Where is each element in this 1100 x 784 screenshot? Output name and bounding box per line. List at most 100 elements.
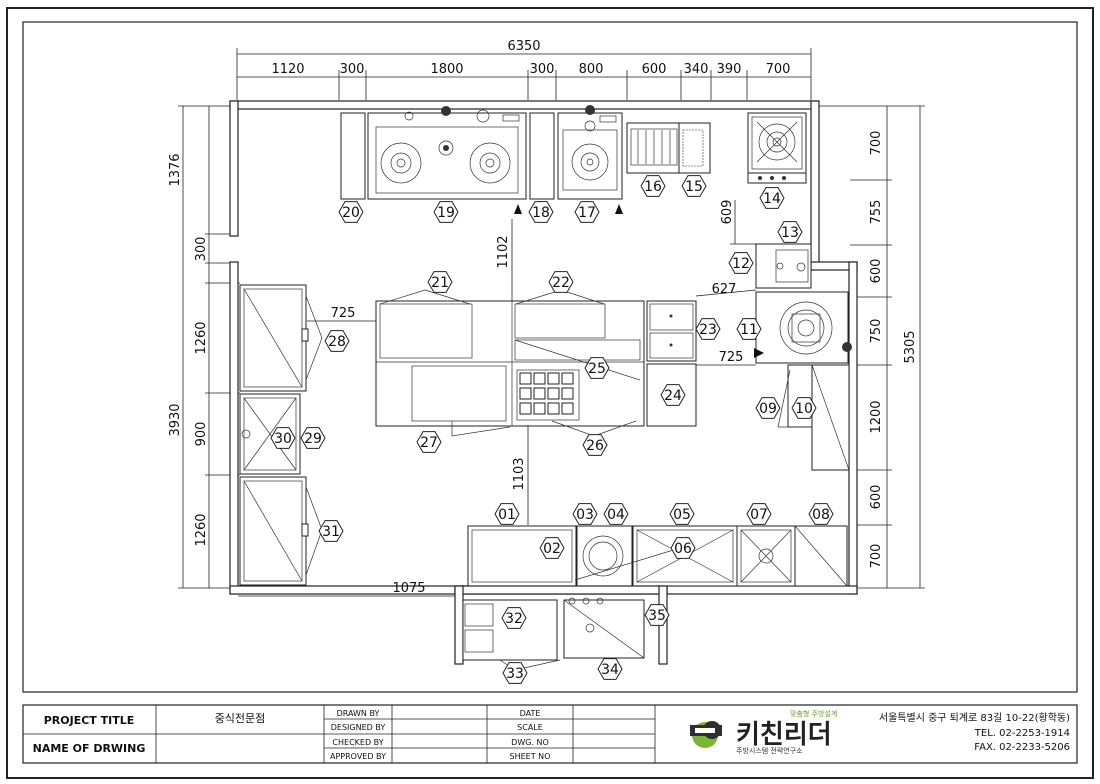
equipment-marker-22: 22 [548, 271, 574, 293]
equipment-number: 11 [740, 322, 758, 338]
equipment-number: 24 [664, 388, 682, 404]
equipment-hexagon [728, 252, 754, 274]
equipment-number: 04 [607, 507, 625, 523]
sheet-no-label: SHEET NO [510, 752, 551, 761]
right-dimensions: 700 755 600 750 5305 1200 600 700 [812, 105, 925, 589]
bottom-annex [238, 585, 668, 671]
equipment-number: 09 [759, 401, 777, 417]
equipment-hexagon [501, 607, 527, 629]
approved-by-label: APPROVED BY [330, 752, 386, 761]
equipment-marker-20: 20 [338, 201, 364, 223]
equipment-hexagon [416, 431, 442, 453]
top-dimensions: 6350 1120 300 1800 300 800 600 340 390 7… [236, 39, 812, 100]
dim-left-1: 1376 [168, 153, 183, 186]
equipment-number: 34 [601, 662, 619, 678]
dim-inner-725-left: 725 [331, 306, 356, 321]
equipment-hexagon [324, 330, 350, 352]
equipment-number: 29 [304, 431, 322, 447]
equipment-hexagon [427, 271, 453, 293]
project-title-label: PROJECT TITLE [44, 714, 135, 727]
equipment-hexagon [539, 537, 565, 559]
dim-top-5: 800 [579, 62, 604, 77]
dim-inner-1102: 1102 [496, 235, 511, 268]
dim-top-2: 300 [340, 62, 365, 77]
equipment-number: 20 [342, 205, 360, 221]
equipment-hexagon [670, 537, 696, 559]
equipment-marker-24: 24 [660, 384, 686, 406]
equipment-hexagon [603, 503, 629, 525]
equipment-hexagon [572, 503, 598, 525]
equipment-marker-19: 19 [433, 201, 459, 223]
equipment-marker-15: 15 [681, 175, 707, 197]
dim-right-4: 750 [869, 319, 884, 344]
equipment-number: 05 [673, 507, 691, 523]
logo-tagline: 맞춤형 주방설계 [790, 709, 837, 718]
dim-inner-725-right: 725 [719, 350, 744, 365]
dim-top-8: 390 [717, 62, 742, 77]
equipment-hexagon [777, 221, 803, 243]
inner-dimensions: 1102 725 627 725 1103 609 1075 [331, 200, 744, 596]
equipment-hexagon [300, 427, 326, 449]
equipment-marker-06: 06 [670, 537, 696, 559]
dim-right-6: 600 [869, 485, 884, 510]
equipment-number: 14 [763, 191, 781, 207]
center-island [307, 219, 757, 525]
dim-top-4: 300 [530, 62, 555, 77]
equipment-number: 16 [644, 179, 662, 195]
equipment-number: 19 [437, 205, 455, 221]
bain-marie-grid [516, 369, 580, 421]
equipment-hexagon [318, 520, 344, 542]
equipment-number: 28 [328, 334, 346, 350]
equipment-number: 26 [586, 438, 604, 454]
equipment-marker-16: 16 [640, 175, 666, 197]
logo-subtitle: 주방시스템 전략연구소 [736, 746, 803, 755]
dim-top-1: 1120 [271, 62, 304, 77]
checked-by-label: CHECKED BY [332, 738, 383, 747]
equipment-number: 13 [781, 225, 799, 241]
company-logo: 키친리더 맞춤형 주방설계 주방시스템 전략연구소 [690, 709, 837, 755]
dim-right-5: 1200 [869, 400, 884, 433]
dim-right-total: 5305 [903, 330, 918, 363]
dim-right-7: 700 [869, 544, 884, 569]
equipment-marker-35: 35 [644, 604, 670, 626]
equipment-marker-03: 03 [572, 503, 598, 525]
equipment-number: 21 [431, 275, 449, 291]
equipment-number: 17 [578, 205, 596, 221]
equipment-number: 03 [576, 507, 594, 523]
dim-right-2: 755 [869, 200, 884, 225]
top-equipment [340, 105, 807, 214]
company-fax: FAX. 02-2233-5206 [974, 742, 1070, 753]
equipment-hexagon [582, 434, 608, 456]
equipment-hexagon [755, 397, 781, 419]
equipment-number: 32 [505, 611, 523, 627]
equipment-hexagon [270, 427, 296, 449]
equipment-marker-02: 02 [539, 537, 565, 559]
dim-left-4: 900 [194, 422, 209, 447]
equipment-marker-10: 10 [791, 397, 817, 419]
equipment-marker-33: 33 [502, 662, 528, 684]
designed-by-label: DESIGNED BY [331, 723, 386, 732]
equipment-marker-23: 23 [695, 318, 721, 340]
equipment-hexagon [548, 271, 574, 293]
equipment-number: 27 [420, 435, 438, 451]
equipment-hexagon [736, 318, 762, 340]
dim-top-6: 600 [642, 62, 667, 77]
dim-left-3: 1260 [194, 321, 209, 354]
title-block: PROJECT TITLE 중식전문점 NAME OF DRWING DRAWN… [22, 704, 1078, 764]
equipment-number: 18 [532, 205, 550, 221]
equipment-marker-30: 30 [270, 427, 296, 449]
equipment-marker-31: 31 [318, 520, 344, 542]
equipment-number: 31 [322, 524, 340, 540]
dim-top-7: 340 [684, 62, 709, 77]
left-dimensions: 1376 300 3930 1260 900 1260 [168, 105, 240, 589]
equipment-hexagon [746, 503, 772, 525]
equipment-marker-25: 25 [584, 357, 610, 379]
dim-left-total: 3930 [168, 403, 183, 436]
equipment-number: 08 [812, 507, 830, 523]
equipment-number: 01 [498, 507, 516, 523]
right-equipment [730, 200, 852, 471]
date-label: DATE [520, 709, 541, 718]
equipment-number: 07 [750, 507, 768, 523]
